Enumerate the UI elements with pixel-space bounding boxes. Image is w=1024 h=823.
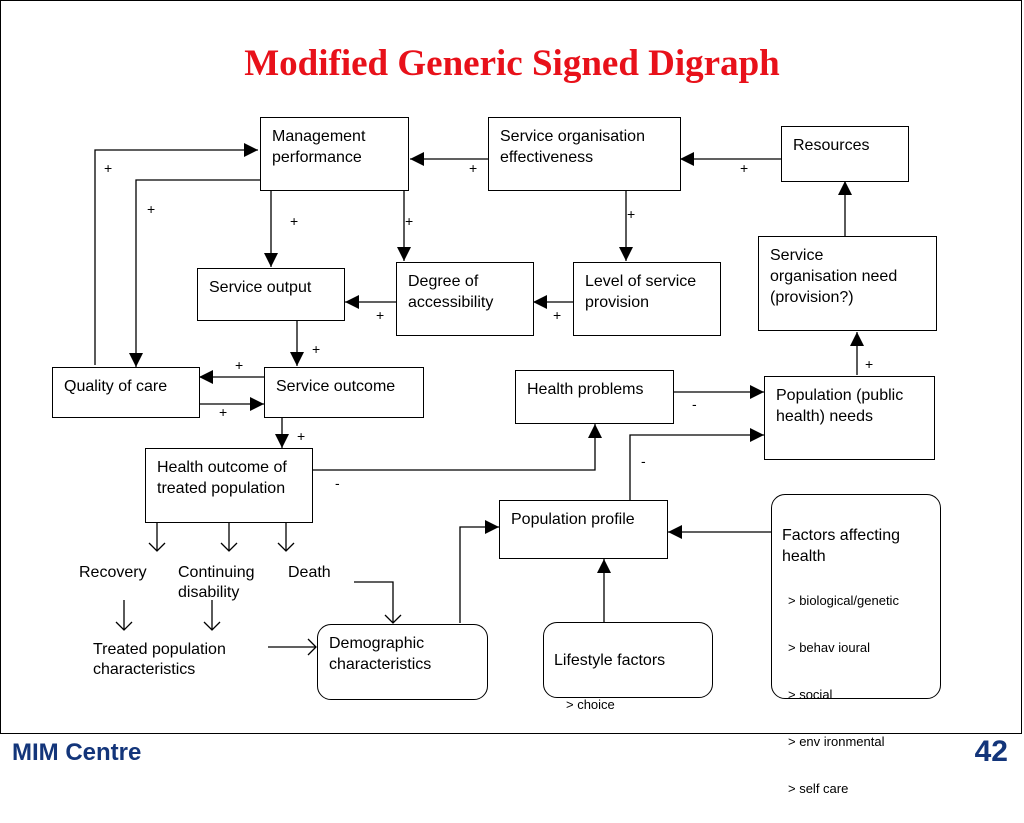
edge-management-to-quality	[129, 179, 260, 367]
sign-plus: +	[235, 357, 244, 373]
node-management-performance: Management performance	[260, 117, 409, 191]
sign-plus: +	[405, 213, 414, 229]
treated-population-characteristics: Treated population characteristics	[93, 641, 226, 678]
lifestyle-item: > choice	[566, 697, 615, 712]
node-resources: Resources	[781, 126, 909, 182]
outcome-death: Death	[288, 564, 331, 581]
node-population-needs: Population (public health) needs	[764, 376, 935, 460]
node-demographic-characteristics: Demographic characteristics	[317, 624, 488, 700]
sign-minus: -	[641, 453, 646, 469]
page-number: 42	[974, 735, 1008, 768]
outcome-recovery: Recovery	[79, 564, 147, 581]
factor-item: > social	[788, 687, 833, 702]
sign-plus: +	[312, 341, 321, 357]
sign-plus: +	[553, 307, 562, 323]
edge-profile-to-needs	[629, 428, 764, 500]
sign-plus: +	[865, 356, 874, 372]
node-service-outcome: Service outcome	[264, 367, 424, 418]
factor-item: > biological/genetic	[788, 593, 899, 608]
sign-plus: +	[219, 404, 228, 420]
node-factors-affecting-health: Factors affecting health > biological/ge…	[771, 494, 941, 796]
node-lifestyle-factors: Lifestyle factors > choice	[543, 622, 713, 712]
node-health-outcome: Health outcome of treated population	[145, 448, 313, 523]
node-degree-of-accessibility: Degree of accessibility	[396, 262, 534, 336]
factor-item: > behav ioural	[788, 640, 871, 655]
sign-minus: -	[335, 475, 340, 491]
outcome-continuing-disability: Continuing disability	[178, 564, 255, 601]
edge-death-to-demographic	[354, 581, 394, 623]
node-level-of-service-provision: Level of service provision	[573, 262, 721, 336]
sign-plus: +	[297, 428, 306, 444]
slide-title: Modified Generic Signed Digraph	[244, 43, 780, 84]
factors-title: Factors affecting health	[782, 527, 900, 565]
edge-demographic-to-profile	[459, 520, 499, 623]
node-population-profile: Population profile	[499, 500, 668, 559]
node-service-organisation-need: Service organisation need (provision?)	[758, 236, 937, 331]
edge-quality-to-management	[94, 143, 258, 365]
node-quality-of-care: Quality of care	[52, 367, 200, 418]
sign-minus: -	[692, 396, 697, 412]
node-service-organisation-effectiveness: Service organisation effectiveness	[488, 117, 681, 191]
sign-plus: +	[104, 160, 113, 176]
sign-plus: +	[740, 160, 749, 176]
factor-item: > env ironmental	[788, 734, 885, 749]
node-health-problems: Health problems	[515, 370, 674, 424]
edge-health-outcome-to-problems	[312, 424, 602, 471]
footer-organisation: MIM Centre	[12, 739, 142, 766]
lifestyle-title: Lifestyle factors	[554, 652, 666, 669]
sign-plus: +	[376, 307, 385, 323]
factor-item: > self care	[788, 781, 849, 796]
node-service-output: Service output	[197, 268, 345, 321]
diagram-edges	[94, 143, 864, 656]
sign-plus: +	[469, 160, 478, 176]
sign-plus: +	[147, 201, 156, 217]
sign-plus: +	[627, 206, 636, 222]
sign-plus: +	[290, 213, 299, 229]
